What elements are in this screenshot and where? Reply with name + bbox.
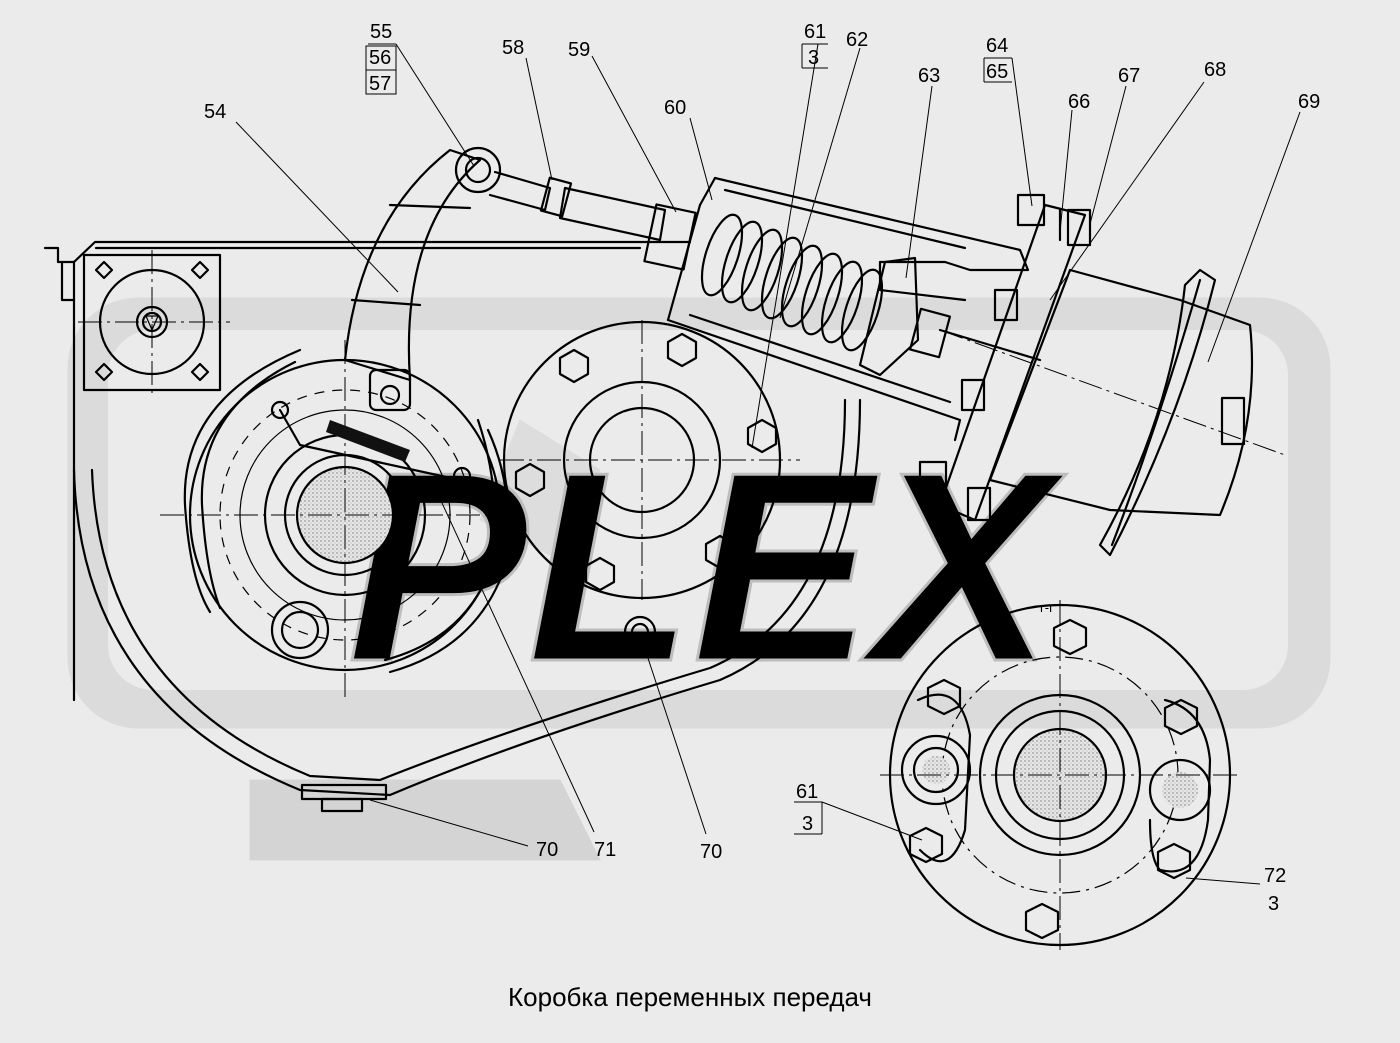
label-59: 59	[568, 39, 590, 61]
label-64: 64	[986, 35, 1008, 57]
label-62: 62	[846, 29, 868, 51]
label-61-section: 61	[796, 781, 818, 803]
brake-chamber	[939, 268, 1286, 557]
flange-top-left	[78, 250, 230, 395]
brake-drum	[160, 340, 520, 700]
label-63: 63	[918, 65, 940, 87]
part-labels: 54 55 56 57 58 59 60 61 3 62 63 64 65 66…	[204, 21, 1320, 915]
label-66: 66	[1068, 91, 1090, 113]
label-61-sub: 3	[808, 47, 819, 69]
label-72: 72	[1264, 865, 1286, 887]
label-58: 58	[502, 37, 524, 59]
label-55: 55	[370, 21, 392, 43]
label-72-sub: 3	[1268, 893, 1279, 915]
section-mark: г-г	[1040, 600, 1054, 615]
label-69: 69	[1298, 91, 1320, 113]
label-67: 67	[1118, 65, 1140, 87]
label-61-section-sub: 3	[802, 813, 813, 835]
flange-middle	[500, 320, 800, 649]
label-57: 57	[369, 73, 391, 95]
section-view: г-г	[880, 600, 1240, 950]
label-65: 65	[986, 61, 1008, 83]
label-56: 56	[369, 47, 391, 69]
label-frames	[365, 43, 1012, 835]
leader-lines	[235, 43, 1301, 885]
figure-caption: Коробка переменных передач	[508, 982, 872, 1012]
spring-cylinder	[666, 176, 1042, 442]
drain-plug	[300, 783, 388, 813]
watermark-text: PLEX	[347, 417, 1066, 718]
label-71: 71	[594, 839, 616, 861]
rod-assembly	[488, 170, 697, 271]
label-60: 60	[664, 97, 686, 119]
label-68: 68	[1204, 59, 1226, 81]
gearbox-housing	[43, 240, 862, 797]
label-61: 61	[804, 21, 826, 43]
label-54: 54	[204, 101, 226, 123]
lever-54	[343, 146, 502, 382]
spring-coils	[700, 213, 884, 352]
label-70-left: 70	[536, 839, 558, 861]
label-70-right: 70	[700, 841, 722, 863]
